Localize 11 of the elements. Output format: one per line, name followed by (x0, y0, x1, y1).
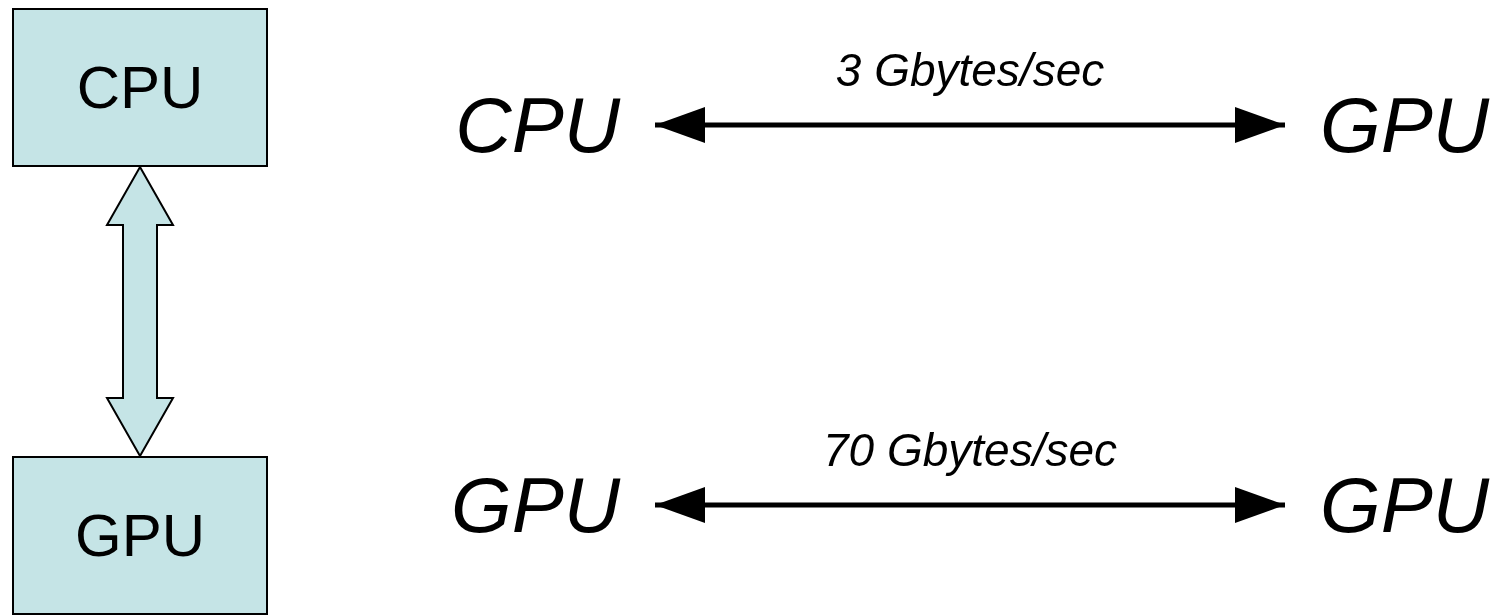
arrow (655, 107, 1285, 143)
block-arrow (105, 164, 175, 459)
process-box (12, 456, 268, 615)
node-label: GPU (75, 501, 205, 570)
node-label: GPU (1290, 455, 1500, 555)
node-label: GPU (1290, 75, 1500, 175)
node-label: GPU (440, 455, 650, 555)
process-box (12, 8, 268, 167)
node-label: CPU (440, 75, 650, 175)
arrow (655, 487, 1285, 523)
node-label: CPU (76, 53, 204, 122)
